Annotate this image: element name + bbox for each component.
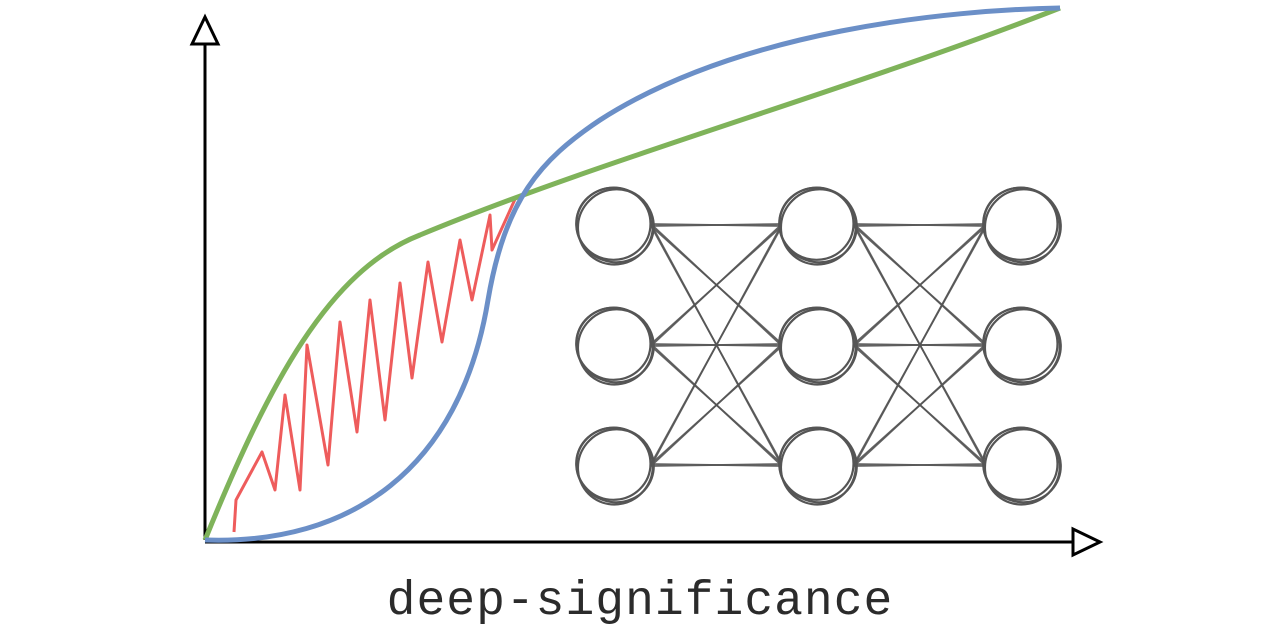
network-node — [983, 428, 1061, 506]
network-node — [983, 308, 1061, 386]
y-axis-arrow-icon — [189, 13, 221, 46]
network-node — [576, 308, 654, 386]
network-edge — [650, 463, 783, 467]
network-edge — [650, 343, 783, 467]
x-axis-arrow-icon — [1071, 526, 1104, 558]
green-curve — [202, 5, 1061, 541]
neural-network — [575, 186, 1062, 506]
red-zigzag — [232, 196, 518, 533]
title-text: deep-significance — [386, 575, 894, 629]
network-edge — [853, 223, 987, 227]
network-node — [779, 428, 857, 506]
network-node — [576, 428, 654, 506]
network-node — [779, 188, 857, 266]
network-node — [779, 308, 857, 386]
network-node — [983, 188, 1061, 266]
network-edge — [650, 223, 783, 347]
network-edge — [650, 223, 783, 467]
blue-curve — [204, 5, 1061, 543]
network-edge — [853, 463, 987, 467]
network-edge — [853, 343, 987, 467]
network-edge — [853, 223, 987, 467]
network-node — [576, 188, 654, 266]
network-edge — [853, 223, 987, 347]
network-edge — [650, 223, 783, 227]
axes — [189, 13, 1104, 558]
